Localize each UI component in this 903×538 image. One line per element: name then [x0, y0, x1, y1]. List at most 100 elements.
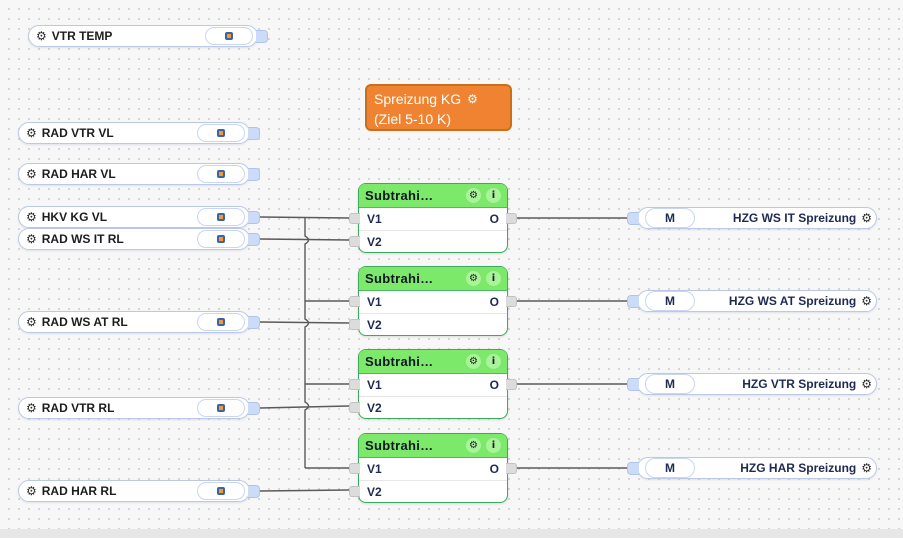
function-node-sub3[interactable]: Subtrahi… ⚙ i V1 O V2: [349, 349, 517, 419]
gear-icon[interactable]: ⚙: [861, 211, 872, 225]
output-port[interactable]: [506, 463, 517, 474]
output-label: O: [489, 462, 499, 476]
info-icon[interactable]: i: [486, 438, 501, 453]
value-preview-pill[interactable]: [197, 165, 245, 183]
input-label-v1: V1: [367, 295, 382, 309]
output-port[interactable]: [248, 402, 260, 415]
source-node-rad-ws-it-rl[interactable]: ⚙ RAD WS IT RL: [18, 228, 260, 250]
wire[interactable]: [259, 405, 350, 409]
source-node-label: RAD WS IT RL: [41, 232, 124, 246]
input-port[interactable]: [627, 295, 639, 308]
source-node-vtr-temp[interactable]: ⚙ VTR TEMP: [28, 25, 268, 47]
wire[interactable]: [259, 489, 350, 492]
mode-badge[interactable]: M: [645, 291, 695, 311]
output-node-label: HZG HAR Spreizung: [740, 461, 857, 475]
function-node-header[interactable]: Subtrahi… ⚙ i: [359, 434, 507, 458]
function-node-header[interactable]: Subtrahi… ⚙ i: [359, 350, 507, 374]
output-port[interactable]: [248, 233, 260, 246]
mode-badge[interactable]: M: [645, 208, 695, 228]
input-label-v2: V2: [367, 234, 382, 249]
input-port[interactable]: [627, 378, 639, 391]
function-node-header[interactable]: Subtrahi… ⚙ i: [359, 267, 507, 291]
gear-icon[interactable]: ⚙: [861, 294, 872, 308]
value-preview-pill[interactable]: [205, 27, 253, 45]
source-node-label: RAD VTR VL: [41, 126, 114, 140]
input-port[interactable]: [627, 212, 639, 225]
settings-icon[interactable]: ⚙: [466, 271, 481, 286]
output-node-out2[interactable]: M HZG WS AT Spreizung ⚙: [627, 290, 877, 312]
input-port-v1[interactable]: [349, 463, 360, 474]
row-v2: V2: [349, 313, 507, 335]
object-icon: [217, 318, 225, 326]
gear-icon[interactable]: ⚙: [26, 484, 37, 498]
settings-icon[interactable]: ⚙: [466, 438, 481, 453]
source-node-label: VTR TEMP: [51, 29, 113, 43]
info-icon[interactable]: i: [486, 188, 501, 203]
settings-icon[interactable]: ⚙: [466, 354, 481, 369]
output-node-out3[interactable]: M HZG VTR Spreizung ⚙: [627, 373, 877, 395]
output-port[interactable]: [248, 316, 260, 329]
gear-icon[interactable]: ⚙: [26, 232, 37, 246]
output-port[interactable]: [248, 127, 260, 140]
source-node-hkv-kg-vl[interactable]: ⚙ HKV KG VL: [18, 206, 260, 228]
source-node-rad-ws-at-rl[interactable]: ⚙ RAD WS AT RL: [18, 311, 260, 333]
source-node-rad-vtr-rl[interactable]: ⚙ RAD VTR RL: [18, 397, 260, 419]
input-label-v1: V1: [367, 212, 382, 226]
gear-icon[interactable]: ⚙: [26, 315, 37, 329]
input-port-v1[interactable]: [349, 379, 360, 390]
gear-icon[interactable]: ⚙: [26, 126, 37, 140]
mode-badge[interactable]: M: [645, 458, 695, 478]
value-preview-pill[interactable]: [197, 208, 245, 226]
function-node-header[interactable]: Subtrahi… ⚙ i: [359, 184, 507, 208]
wire[interactable]: [259, 321, 350, 324]
input-port[interactable]: [627, 462, 639, 475]
source-node-rad-har-rl[interactable]: ⚙ RAD HAR RL: [18, 480, 260, 502]
function-node-sub4[interactable]: Subtrahi… ⚙ i V1 O V2: [349, 433, 517, 503]
object-icon: [225, 32, 233, 40]
mode-badge[interactable]: M: [645, 374, 695, 394]
input-port-v2[interactable]: [349, 402, 360, 413]
source-node-rad-vtr-vl[interactable]: ⚙ RAD VTR VL: [18, 122, 260, 144]
input-port-v1[interactable]: [349, 296, 360, 307]
input-port-v1[interactable]: [349, 213, 360, 224]
gear-icon[interactable]: ⚙: [861, 377, 872, 391]
output-port[interactable]: [506, 213, 517, 224]
gear-icon[interactable]: ⚙: [861, 461, 872, 475]
gear-icon[interactable]: ⚙: [26, 401, 37, 415]
output-port[interactable]: [256, 30, 268, 43]
gear-icon[interactable]: ⚙: [36, 29, 47, 43]
gear-icon[interactable]: ⚙: [26, 167, 37, 181]
input-label-v2: V2: [367, 317, 382, 332]
wire[interactable]: [259, 216, 350, 219]
value-preview-pill[interactable]: [197, 399, 245, 417]
info-icon[interactable]: i: [486, 354, 501, 369]
value-preview-pill[interactable]: [197, 313, 245, 331]
row-v1: V1 O: [349, 458, 517, 480]
input-port-v2[interactable]: [349, 486, 360, 497]
output-port[interactable]: [506, 296, 517, 307]
wire[interactable]: [304, 218, 310, 468]
gear-icon[interactable]: ⚙: [26, 210, 37, 224]
comment-line2: (Ziel 5-10 K): [374, 111, 452, 127]
output-port[interactable]: [506, 379, 517, 390]
comment-node-spreizung[interactable]: Spreizung KG ⚙ (Ziel 5-10 K): [365, 84, 512, 131]
source-node-rad-har-vl[interactable]: ⚙ RAD HAR VL: [18, 163, 260, 185]
input-port-v2[interactable]: [349, 236, 360, 247]
settings-icon[interactable]: ⚙: [466, 188, 481, 203]
input-port-v2[interactable]: [349, 319, 360, 330]
output-port[interactable]: [248, 211, 260, 224]
value-preview-pill[interactable]: [197, 482, 245, 500]
output-port[interactable]: [248, 485, 260, 498]
value-preview-pill[interactable]: [197, 230, 245, 248]
output-node-out4[interactable]: M HZG HAR Spreizung ⚙: [627, 457, 877, 479]
info-icon[interactable]: i: [486, 271, 501, 286]
value-preview-pill[interactable]: [197, 124, 245, 142]
gear-icon[interactable]: ⚙: [467, 92, 478, 106]
source-node-label: RAD WS AT RL: [41, 315, 128, 329]
function-node-sub1[interactable]: Subtrahi… ⚙ i V1 O V2: [349, 183, 517, 253]
output-port[interactable]: [248, 168, 260, 181]
wire[interactable]: [259, 238, 350, 241]
output-node-out1[interactable]: M HZG WS IT Spreizung ⚙: [627, 207, 877, 229]
function-node-sub2[interactable]: Subtrahi… ⚙ i V1 O V2: [349, 266, 517, 336]
